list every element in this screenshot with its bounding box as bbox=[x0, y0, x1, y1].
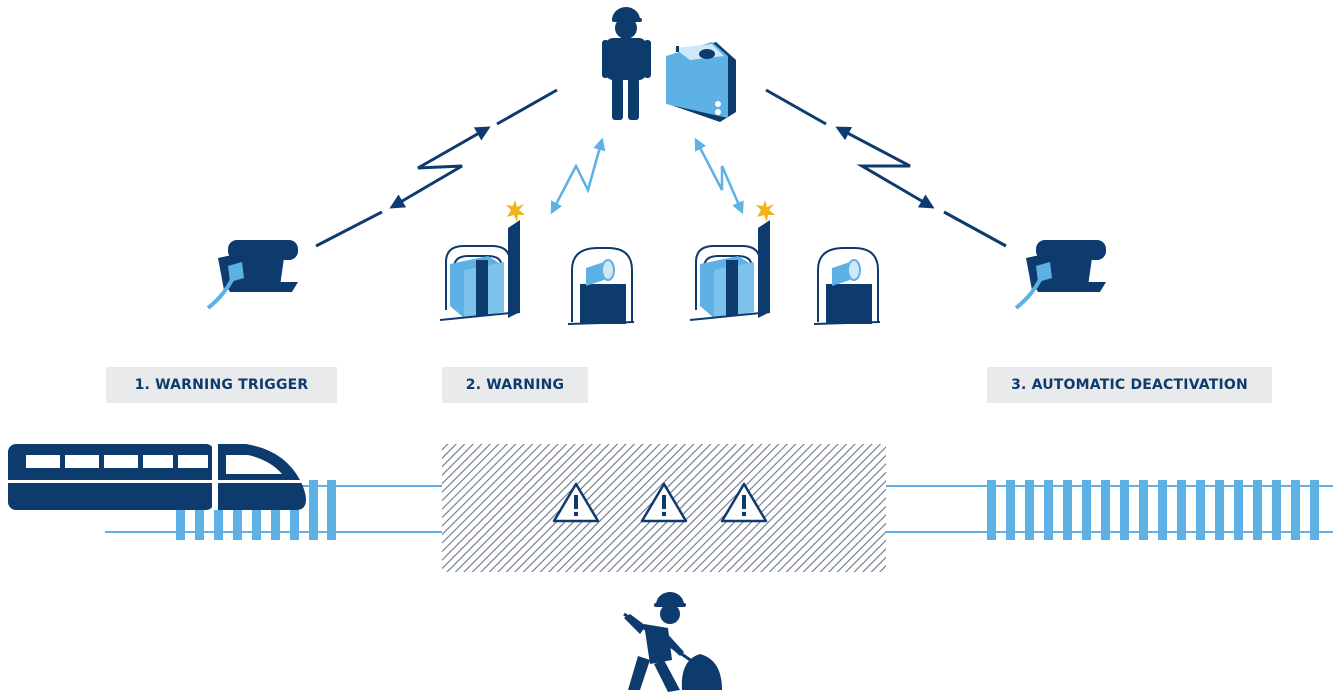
warning-light-icon bbox=[439, 200, 525, 321]
radio-link-icon bbox=[694, 137, 744, 215]
step-label-automatic-deactivation: 3. AUTOMATIC DEACTIVATION bbox=[987, 367, 1272, 403]
rail-sensor-icon bbox=[206, 240, 298, 310]
radio-link-icon bbox=[765, 88, 1007, 248]
track-right bbox=[886, 480, 1333, 540]
warning-triangle-icon bbox=[552, 482, 600, 523]
train-icon bbox=[8, 444, 306, 510]
step-label-warning-trigger: 1. WARNING TRIGGER bbox=[106, 367, 337, 403]
track-worker-icon bbox=[623, 591, 722, 692]
radio-link-icon bbox=[550, 137, 606, 215]
step-label-warning: 2. WARNING bbox=[442, 367, 588, 403]
supervisor-person-icon bbox=[602, 7, 651, 120]
radio-link-icon bbox=[315, 88, 558, 248]
warning-triangle-icon bbox=[640, 482, 688, 523]
siren-horn-icon bbox=[813, 247, 881, 325]
rail-sensor-icon bbox=[1014, 240, 1106, 310]
siren-horn-icon bbox=[567, 247, 635, 325]
warning-triangle-icon bbox=[720, 482, 768, 523]
warning-light-icon bbox=[689, 200, 775, 321]
control-unit-icon bbox=[666, 42, 736, 122]
